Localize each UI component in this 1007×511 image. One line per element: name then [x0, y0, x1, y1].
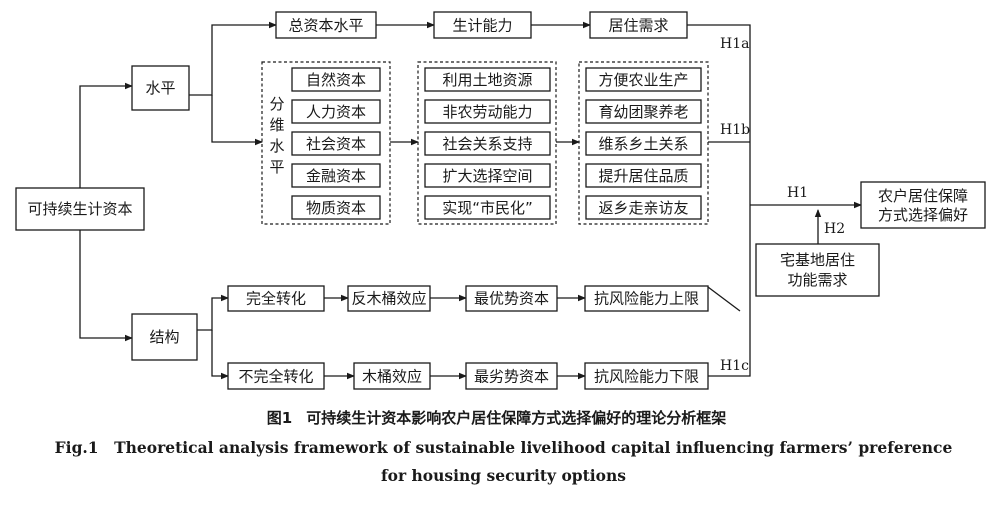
figure-caption-zh: 图1 可持续生计资本影响农户居住保障方式选择偏好的理论分析框架: [0, 407, 1007, 428]
capital-box-1: [291, 67, 381, 92]
node-upper-limit-label: 抗风险能力上限: [594, 290, 699, 308]
mechanism-label-3: 社会关系支持: [442, 135, 532, 153]
node-outcome-line1: 农户居住保障: [878, 187, 968, 205]
node-level-label: 水平: [145, 79, 175, 97]
mechanism-label-1: 利用土地资源: [442, 71, 532, 89]
node-reverse-barrel: 反木桶效应: [347, 285, 431, 312]
node-total-capital: 总资本水平: [275, 11, 377, 39]
node-lower-limit-label: 抗风险能力下限: [594, 368, 699, 386]
need-box-3: [585, 131, 702, 156]
node-barrel-label: 木桶效应: [362, 368, 422, 386]
group-needs: [578, 61, 709, 225]
node-homestead-line2: 功能需求: [787, 271, 847, 289]
node-homestead: 宅基地居住 功能需求: [755, 243, 880, 297]
dimension-level-char-2: 维: [269, 116, 284, 134]
node-best-capital: 最优势资本: [465, 285, 558, 312]
group-mechanisms: [417, 61, 557, 225]
dimension-level-char-4: 平: [269, 158, 284, 176]
hypothesis-h1a: H1a: [720, 36, 749, 52]
connectors: [79, 21, 862, 380]
node-lower-limit: 抗风险能力下限: [584, 362, 709, 390]
node-barrel: 木桶效应: [353, 362, 431, 390]
node-full-conversion-label: 完全转化: [246, 290, 306, 308]
need-box-1: [585, 67, 702, 92]
need-label-4: 提升居住品质: [598, 167, 688, 185]
node-best-capital-label: 最优势资本: [474, 290, 549, 308]
capital-box-2: [291, 99, 381, 124]
node-outcome: 农户居住保障 方式选择偏好: [860, 181, 986, 229]
need-box-4: [585, 163, 702, 188]
group-dimension-capitals: [261, 61, 391, 225]
node-partial-conversion-label: 不完全转化: [238, 368, 313, 386]
mechanism-label-5: 实现“市民化”: [442, 199, 533, 217]
node-outcome-line2: 方式选择偏好: [878, 206, 968, 224]
node-total-capital-label: 总资本水平: [288, 17, 363, 35]
capital-label-3: 社会资本: [306, 135, 366, 153]
figure-caption-zh-label: 图1: [266, 409, 293, 427]
node-structure-label: 结构: [149, 328, 179, 346]
capital-label-5: 物质资本: [306, 199, 366, 217]
need-label-1: 方便农业生产: [598, 71, 688, 89]
capital-label-1: 自然资本: [306, 71, 366, 89]
hypothesis-h1: H1: [787, 185, 808, 201]
figure-caption-en-line2: for housing security options: [380, 466, 627, 485]
mechanism-label-2: 非农劳动能力: [442, 103, 532, 121]
dimension-level-char-3: 水: [269, 137, 284, 155]
capital-label-4: 金融资本: [306, 167, 366, 185]
node-structure: 结构: [131, 313, 198, 361]
hypothesis-h2: H2: [824, 221, 845, 237]
need-label-2: 育幼团聚养老: [598, 103, 688, 121]
hypothesis-h1c: H1c: [720, 358, 749, 374]
node-worst-capital-label: 最劣势资本: [474, 368, 549, 386]
capital-box-5: [291, 195, 381, 220]
dimension-level-char-1: 分: [269, 95, 284, 113]
node-livelihood-ability: 生计能力: [433, 11, 532, 39]
figure-caption-en-line1: Fig.1 Theoretical analysis framework of …: [54, 438, 953, 457]
mechanism-box-1: [424, 67, 551, 92]
node-level: 水平: [131, 65, 190, 111]
node-source-label: 可持续生计资本: [27, 200, 132, 218]
node-housing-demand-label: 居住需求: [608, 17, 668, 35]
mechanism-box-2: [424, 99, 551, 124]
capital-label-2: 人力资本: [306, 103, 366, 121]
node-reverse-barrel-label: 反木桶效应: [351, 290, 426, 308]
mechanism-label-4: 扩大选择空间: [442, 167, 532, 185]
node-worst-capital: 最劣势资本: [465, 362, 558, 390]
capital-box-4: [291, 163, 381, 188]
need-box-2: [585, 99, 702, 124]
node-source: 可持续生计资本: [15, 187, 145, 231]
node-livelihood-ability-label: 生计能力: [452, 17, 512, 35]
figure-caption-zh-text: 可持续生计资本影响农户居住保障方式选择偏好的理论分析框架: [306, 409, 727, 427]
hypothesis-h1b: H1b: [720, 122, 750, 138]
node-partial-conversion: 不完全转化: [227, 362, 325, 390]
node-full-conversion: 完全转化: [227, 285, 325, 312]
mechanism-box-5: [424, 195, 551, 220]
mechanism-box-4: [424, 163, 551, 188]
mechanism-box-3: [424, 131, 551, 156]
need-label-5: 返乡走亲访友: [598, 199, 688, 217]
need-box-5: [585, 195, 702, 220]
node-housing-demand: 居住需求: [589, 11, 688, 39]
capital-box-3: [291, 131, 381, 156]
need-label-3: 维系乡土关系: [598, 135, 688, 153]
node-homestead-line1: 宅基地居住: [780, 251, 855, 269]
node-upper-limit: 抗风险能力上限: [584, 285, 709, 312]
